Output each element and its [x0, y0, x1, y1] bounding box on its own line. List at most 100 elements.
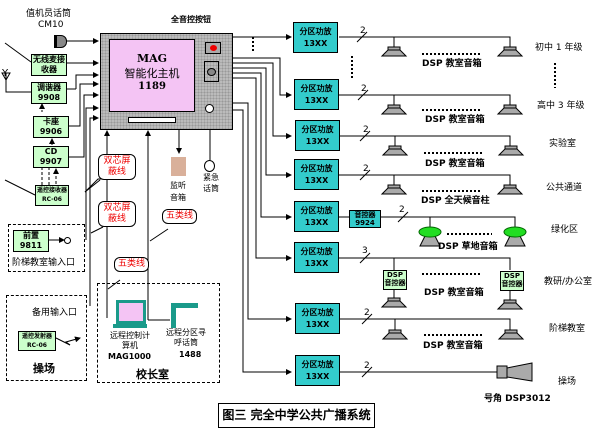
controller-model: 9924 [355, 219, 375, 227]
emergency-mic-icon [204, 160, 215, 172]
paging-mic-model: 1488 [179, 350, 202, 359]
zone-name: 高中 3 年级 [537, 101, 585, 111]
paging-mic-icon [171, 303, 198, 328]
speaker-icon [380, 297, 408, 308]
playground-group [6, 295, 87, 381]
volume-knob[interactable] [204, 61, 219, 82]
speaker-type-label: DSP 教室音箱 [425, 115, 485, 125]
principal-office-label: 校长室 [136, 368, 169, 381]
speaker-icon [381, 329, 409, 340]
speaker-icon [496, 299, 524, 310]
wire-count: 2 [363, 164, 369, 174]
zone-name: 阶梯教室 [549, 324, 586, 334]
display-slot [128, 117, 176, 123]
figure-title: 图三 完全中学公共广播系统 [218, 403, 375, 428]
spare-input-label: 备用输入口 [32, 308, 78, 318]
speaker-type-label: 号角 DSP3012 [484, 394, 551, 404]
tuner-model: 9908 [37, 93, 61, 102]
speaker-type-label: DSP 教室音箱 [422, 59, 482, 69]
tuner-label: 调谐器 [37, 83, 61, 92]
emergency-mic-label: 紧急话筒 [203, 173, 219, 193]
speaker-icon [497, 145, 525, 156]
cat5-callout-2: 五类线 [114, 257, 150, 272]
cat5-callout-1: 五类线 [162, 209, 198, 224]
host-name: 智能化主机 [124, 67, 180, 80]
speaker-icon [380, 104, 408, 115]
wire-count: 2 [361, 84, 367, 94]
input-jack [64, 237, 71, 244]
speaker-icon [381, 145, 409, 156]
amp-model: 13XX [303, 39, 328, 48]
all-volume-button-label: 全音控按钮 [171, 15, 211, 24]
amp-model: 13XX [304, 218, 329, 227]
wire-count: 2 [364, 308, 370, 318]
amp-label: 分区功放 [300, 84, 333, 93]
preamp-model: 9811 [19, 241, 43, 250]
speaker-icon [380, 46, 408, 57]
amp-model: 13XX [305, 320, 330, 329]
deck-label: 卡座 [43, 117, 59, 126]
host-screen: MAG 智能化主机 1189 [109, 39, 195, 112]
zone-amplifier: 分区功放 13XX [295, 303, 340, 334]
amp-label: 分区功放 [301, 125, 334, 134]
speaker-icon [497, 329, 525, 340]
monitor-speaker-icon [171, 157, 186, 176]
wire-count: 2 [360, 26, 366, 36]
zone-amplifier: 分区功放 13XX [294, 79, 339, 110]
wire-count: 2 [363, 125, 369, 135]
shielded-cable-callout-2: 双芯屏蔽线 [98, 201, 136, 227]
amp-label: 分区功放 [299, 27, 332, 36]
speaker-type-label: DSP 教室音箱 [424, 288, 484, 298]
deck-model: 9906 [39, 127, 63, 136]
principal-office-group [97, 283, 220, 383]
lecture-input-group [8, 224, 85, 272]
host-model: 1189 [138, 81, 166, 92]
zone-name: 实验室 [549, 139, 577, 149]
mic-model: CM10 [38, 20, 64, 30]
lecture-input-label: 阶梯教室输入口 [12, 258, 76, 268]
wire-count: 2 [399, 205, 405, 215]
amp-model: 13XX [304, 96, 329, 105]
dsp-volume-control: DSP 音控器 [500, 271, 524, 291]
amp-label: 分区功放 [301, 308, 334, 317]
cd-label: CD [44, 147, 58, 156]
remote-receiver: 遥控接收器 RC-06 [35, 185, 69, 206]
host-brand: MAG [136, 52, 168, 65]
paging-mic-label: 远程分区寻呼话筒 [166, 328, 206, 347]
mic-label: 值机员话筒 [26, 9, 72, 19]
speaker-icon [496, 184, 524, 195]
computer-icon [116, 300, 146, 324]
emergency-jack [205, 104, 214, 113]
speaker-type-label: DSP 教室音箱 [425, 159, 485, 169]
remote-transmitter: 遥控发射器 RC-06 [18, 331, 56, 351]
controller-label: 音控器 [354, 211, 376, 219]
speaker-icon [380, 184, 408, 195]
computer-base [113, 324, 147, 328]
wire-count: 3 [362, 246, 368, 256]
horn-speaker-icon [496, 362, 533, 382]
speaker-type-label: DSP 教室音箱 [423, 341, 483, 351]
amp-label: 分区功放 [301, 360, 334, 369]
speaker-icon [496, 46, 524, 57]
playground-label: 操场 [33, 362, 55, 375]
preamp-label: 前置 [23, 231, 39, 240]
amp-model: 13XX [304, 259, 329, 268]
zone-amplifier: 分区功放 13XX [293, 22, 338, 53]
zone-name: 绿化区 [551, 225, 579, 235]
speaker-type-label: DSP 草地音箱 [438, 242, 498, 252]
cd-model: 9907 [39, 157, 63, 166]
speaker-type-label: DSP 全天候音柱 [421, 196, 490, 206]
microphone-icon [54, 35, 67, 48]
all-volume-button[interactable] [205, 42, 221, 54]
dsp-volume-control: DSP 音控器 [383, 270, 407, 290]
